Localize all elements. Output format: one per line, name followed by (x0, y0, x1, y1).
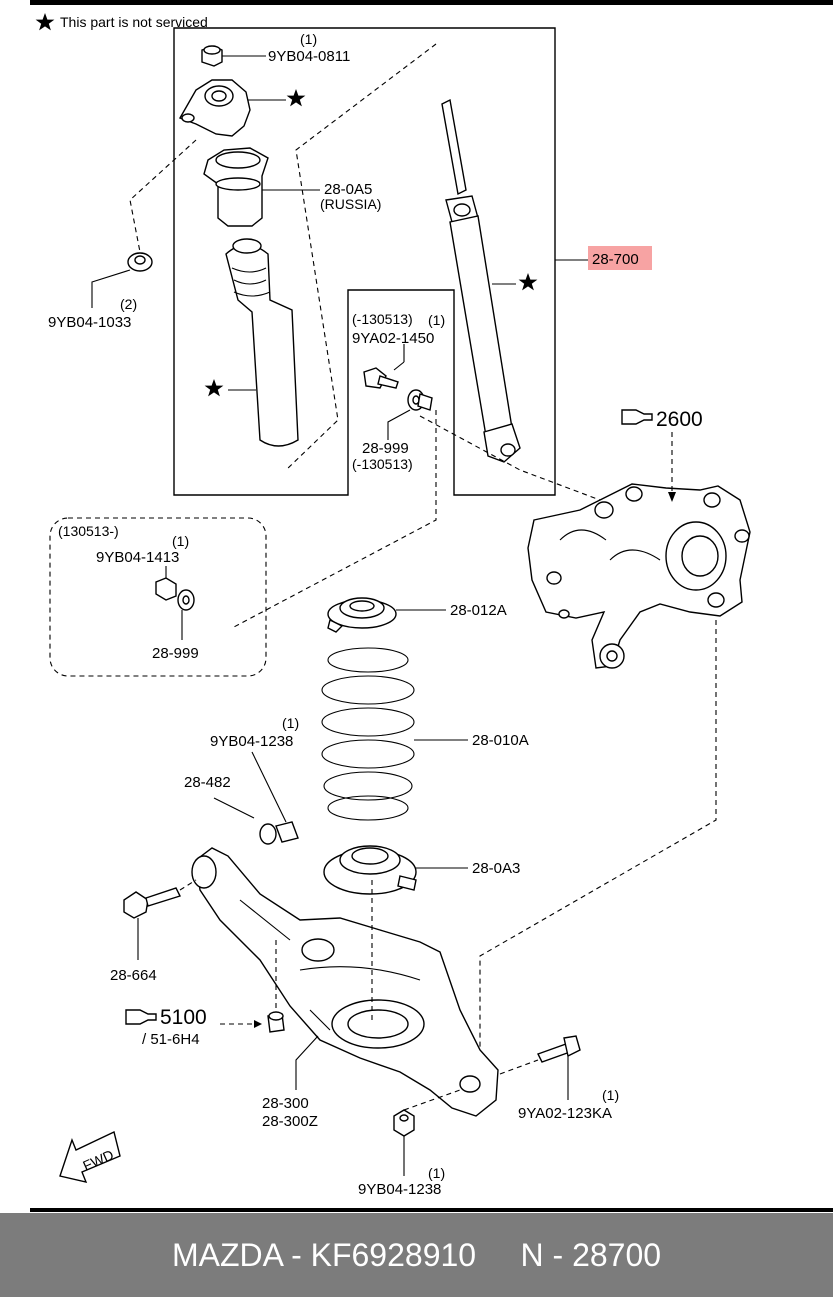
lower-arm-28-300 (191, 847, 499, 1117)
label-28-0a5: 28-0A5 (324, 181, 372, 198)
ref-2600-label: 2600 (656, 408, 703, 431)
nut-9yb04-1413 (155, 566, 177, 601)
dust-boot-28-0a5 (203, 147, 320, 227)
label-9yb04-1238-b: 9YB04-1238 (358, 1181, 441, 1198)
label-9ya02-123ka: 9YA02-123KA (518, 1105, 612, 1122)
label-russia: (RUSSIA) (320, 196, 381, 212)
star-icon (204, 379, 224, 397)
label-9ya02-1450: 9YA02-1450 (352, 330, 434, 347)
star-icon (286, 89, 306, 107)
shock-absorber-group-frame (173, 27, 556, 496)
lower-spring-seat-28-0a3 (323, 845, 468, 895)
bushing-28-482 (213, 751, 299, 845)
legend: This part is not serviced (35, 13, 208, 31)
bolt-9ya02-123ka (499, 1035, 581, 1100)
washer-28-999-a (387, 389, 433, 440)
coil-spring-28-010a (321, 647, 468, 821)
part-number-footer: MAZDA - KF6928910 N - 28700 (0, 1213, 833, 1297)
label-28-700[interactable]: 28-700 (592, 251, 639, 268)
pointing-hand-icon (125, 1009, 157, 1025)
qty-9yb04-0811: (1) (300, 31, 317, 47)
label-28-482: 28-482 (184, 774, 231, 791)
label-28-300z: 28-300Z (262, 1113, 318, 1130)
label-range-130513-c: (130513-) (58, 523, 119, 539)
qty-9yb04-1238-b: (1) (428, 1165, 445, 1181)
star-icon (518, 273, 538, 291)
serial-range-group-frame (49, 517, 267, 677)
bottom-border (30, 1208, 833, 1212)
nut-9yb04-1238-bottom (393, 1089, 461, 1176)
qty-9yb04-1033: (2) (120, 296, 137, 312)
label-range-130513-a: (-130513) (352, 311, 413, 327)
ref-2600: 2600 (621, 408, 703, 502)
qty-9ya02-123ka: (1) (602, 1087, 619, 1103)
label-9yb04-0811: 9YB04-0811 (268, 48, 350, 65)
ref-5100-label: 5100 (160, 1006, 207, 1029)
qty-9ya02-1450: (1) (428, 312, 445, 328)
pointing-hand-icon (621, 409, 653, 425)
shock-absorber-28-700 (441, 98, 590, 463)
label-28-999-b: 28-999 (152, 645, 199, 662)
star-icon (35, 13, 55, 31)
top-border (30, 0, 833, 5)
bolt-28-664 (123, 879, 197, 960)
spring-seat-28-012a (327, 597, 446, 633)
upper-mount (178, 79, 306, 137)
qty-9yb04-1238-a: (1) (282, 715, 299, 731)
upper-mount-nut-9yb04-0811 (201, 45, 266, 67)
label-28-700-highlight (588, 246, 652, 270)
qty-9yb04-1413: (1) (172, 533, 189, 549)
bolt-9ya02-1450 (363, 344, 405, 389)
legend-note: This part is not serviced (60, 14, 208, 30)
label-9yb04-1413: 9YB04-1413 (96, 549, 179, 566)
label-28-0a3: 28-0A3 (472, 860, 520, 877)
fwd-arrow: FWD (59, 1131, 121, 1183)
washer-28-999-b (177, 589, 195, 640)
rear-knuckle (527, 483, 751, 669)
label-9yb04-1238-a: 9YB04-1238 (210, 733, 293, 750)
washer-9yb04-1033 (91, 252, 153, 308)
label-28-012a: 28-012A (450, 602, 507, 619)
label-28-999-a: 28-999 (362, 440, 409, 457)
label-9yb04-1033: 9YB04-1033 (48, 314, 131, 331)
label-28-664: 28-664 (110, 967, 157, 984)
label-range-130513-b: (-130513) (352, 456, 413, 472)
bump-stop-and-shroud (204, 238, 299, 447)
bolt-ref-5100: 5100 / 51-6H4 (125, 940, 285, 1048)
label-28-010a: 28-010A (472, 732, 529, 749)
label-28-300: 28-300 (262, 1095, 309, 1112)
ref-51-6h4-label: / 51-6H4 (142, 1031, 200, 1048)
